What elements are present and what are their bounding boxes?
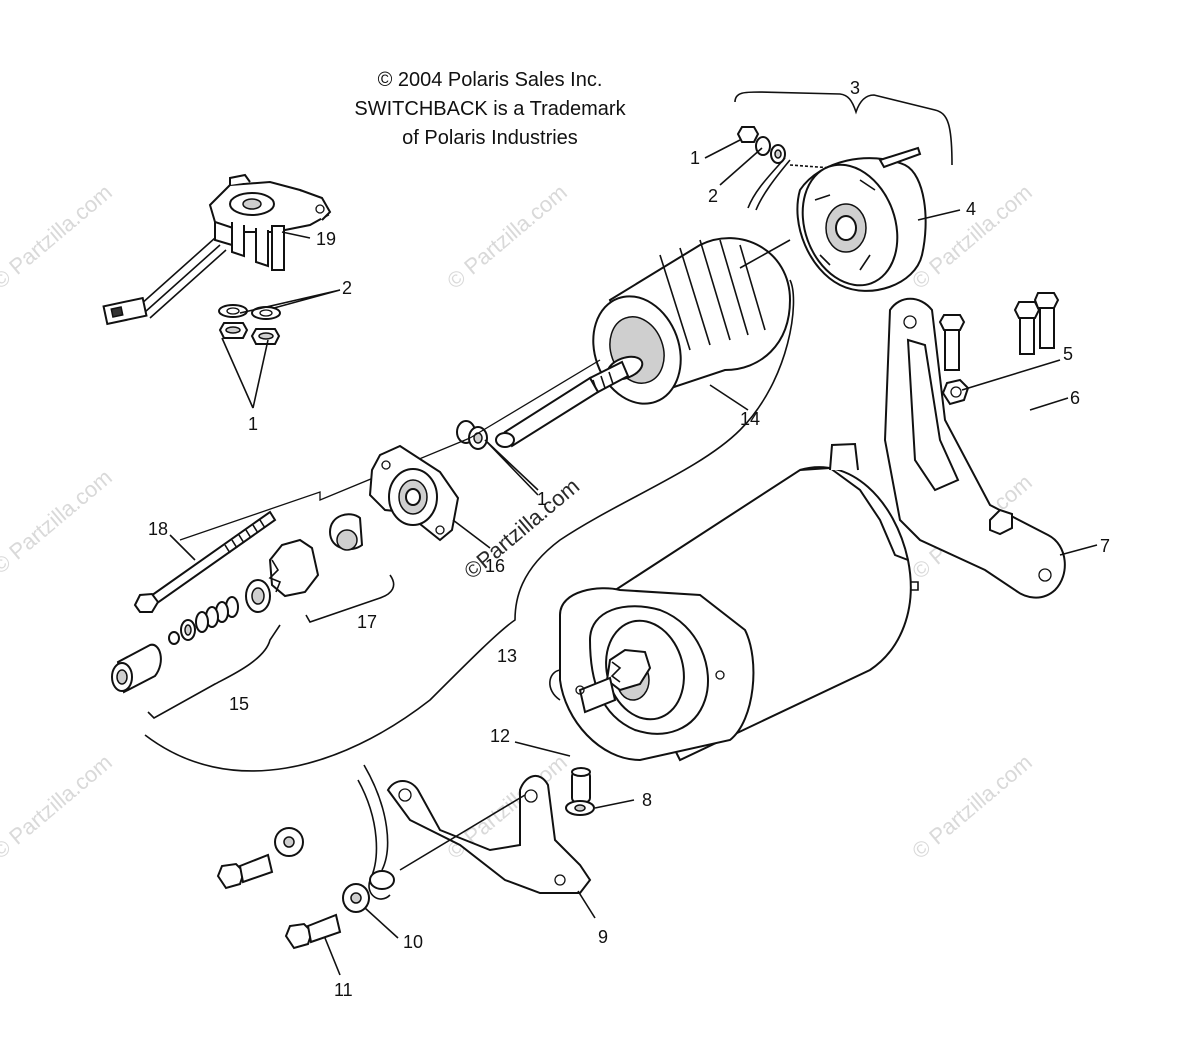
callout-13: 13	[497, 646, 517, 666]
mid-washers	[456, 420, 488, 450]
watermark-right-bottom: © Partzilla.com	[907, 749, 1037, 863]
front-housing	[368, 444, 460, 542]
solenoid-switch	[102, 173, 332, 326]
callout-1-mid: 1	[537, 489, 547, 509]
end-cap	[796, 146, 927, 292]
spring-clip-set	[111, 596, 239, 694]
callout-3: 3	[850, 78, 860, 98]
callout-9: 9	[598, 927, 608, 947]
bracket-group-17	[305, 574, 395, 623]
watermark-center-top: © Partzilla.com	[442, 179, 572, 293]
cup-washer	[328, 513, 364, 551]
callout-15: 15	[229, 694, 249, 714]
callout-2-top: 2	[708, 186, 718, 206]
callout-19: 19	[316, 229, 336, 249]
watermark-center-strong: ©Partzilla.com	[459, 473, 584, 584]
copyright-block: © 2004 Polaris Sales Inc. SWITCHBACK is …	[315, 66, 665, 153]
starter-motor-assembly	[549, 442, 919, 762]
watermark-right-top: © Partzilla.com	[907, 179, 1037, 293]
bracket-group-15	[147, 624, 281, 719]
pinion-gear	[245, 538, 320, 613]
copyright-line-3: of Polaris Industries	[402, 127, 578, 149]
callout-7: 7	[1100, 536, 1110, 556]
callout-16: 16	[485, 556, 505, 576]
callout-4: 4	[966, 199, 976, 219]
bracket-group-13	[144, 279, 795, 772]
callout-18: 18	[148, 519, 168, 539]
callout-17: 17	[357, 612, 377, 632]
callout-10: 10	[403, 932, 423, 952]
callout-6: 6	[1070, 388, 1080, 408]
callout-11: 11	[334, 980, 353, 1000]
copyright-line-1: © 2004 Polaris Sales Inc.	[377, 69, 603, 91]
callout-1-top: 1	[690, 148, 700, 168]
long-bolt	[133, 510, 277, 613]
lower-bracket	[357, 764, 592, 900]
copyright-line-2: SWITCHBACK is a Trademark	[354, 98, 626, 120]
cap-screw-and-washer	[565, 767, 595, 816]
callout-14: 14	[740, 409, 760, 429]
bottom-left-bolts	[216, 827, 370, 950]
callout-1-left: 1	[248, 414, 258, 434]
callout-12: 12	[490, 726, 510, 746]
armature	[495, 237, 792, 448]
left-washers-nuts	[218, 304, 281, 345]
alignment-line-2	[469, 359, 601, 439]
callout-5: 5	[1063, 344, 1073, 364]
callouts: 1 2 3 4 19 2 1 5 6 14 7 18 1 16 17 13 15…	[148, 78, 1110, 1000]
mounting-bracket	[883, 297, 1066, 599]
top-hardware	[736, 126, 861, 211]
watermark-left-mid: © Partzilla.com	[0, 464, 117, 578]
watermark-left-bottom: © Partzilla.com	[0, 749, 117, 863]
callout-8: 8	[642, 790, 652, 810]
callout-2-left: 2	[342, 278, 352, 298]
watermark-left-top: © Partzilla.com	[0, 179, 117, 293]
bracket-bolts	[938, 292, 1060, 406]
leader-lines	[169, 139, 1098, 976]
bracket-group-3	[734, 91, 953, 166]
